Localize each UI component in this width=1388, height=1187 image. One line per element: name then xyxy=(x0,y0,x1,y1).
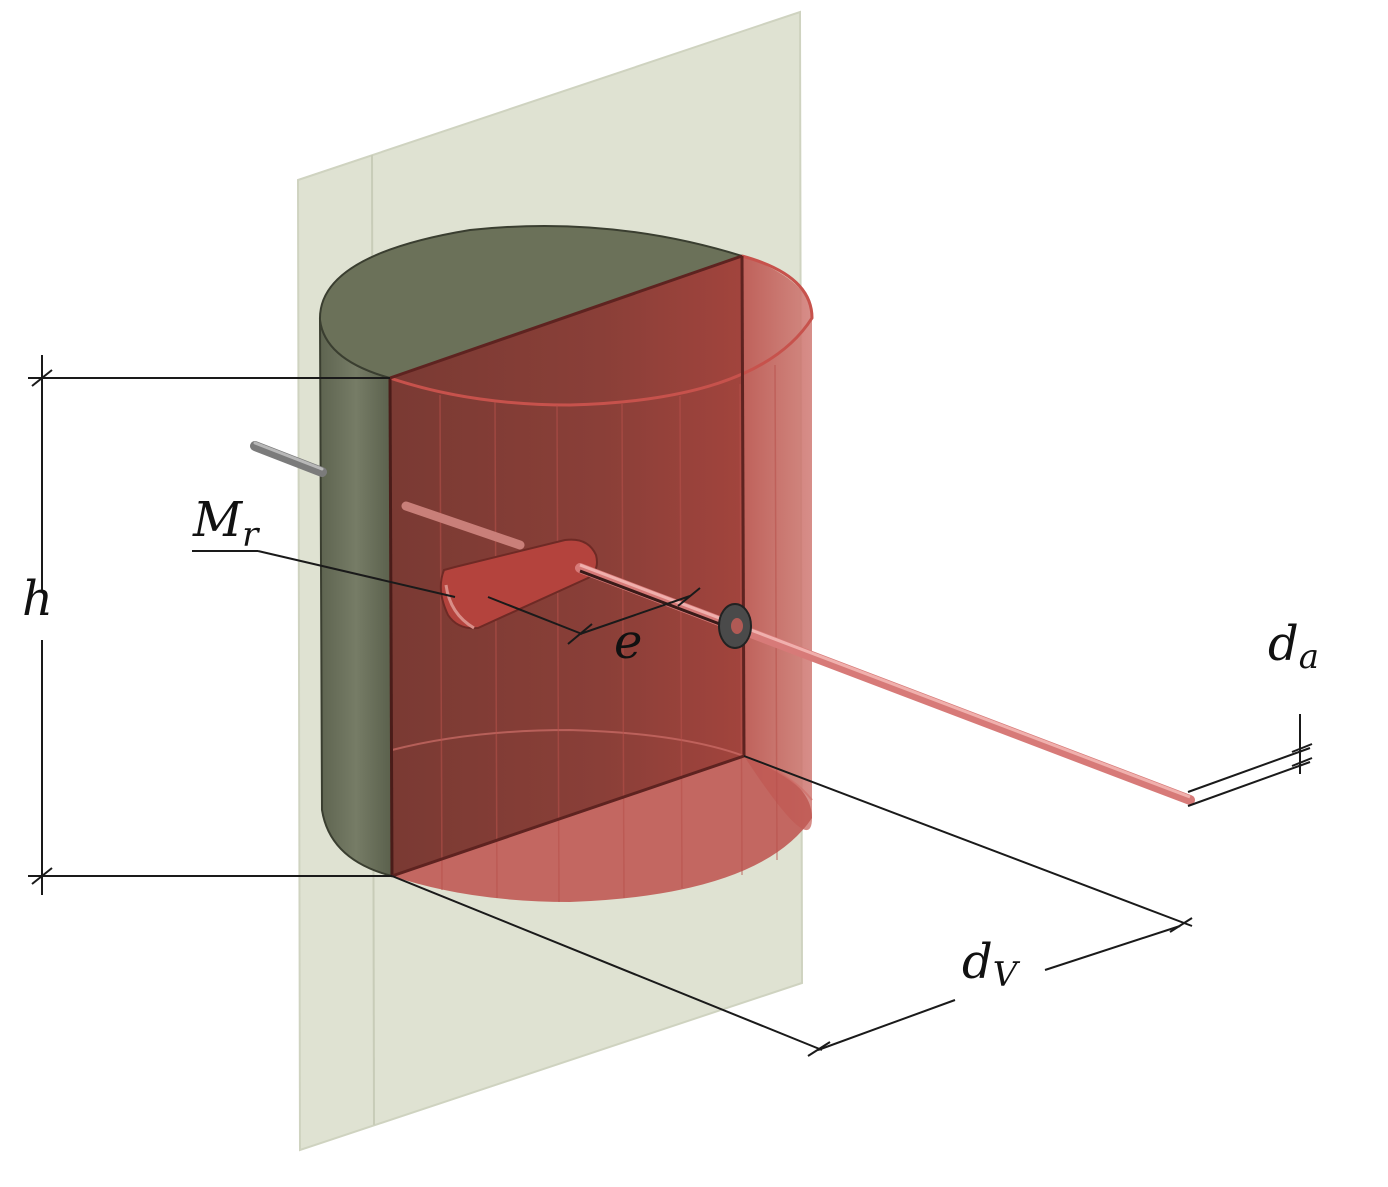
label-dv-base: d xyxy=(962,934,993,990)
label-moment-base: M xyxy=(192,492,244,548)
dimension-da xyxy=(1187,714,1313,807)
cylinder-top-grey xyxy=(318,225,746,380)
long-rod xyxy=(575,563,1195,805)
label-da-base: d xyxy=(1268,616,1299,672)
moment-leader xyxy=(192,550,456,598)
cylinder-grey-half xyxy=(319,319,394,878)
dimension-h xyxy=(28,355,392,895)
label-h: h xyxy=(22,571,53,627)
label-dv-sub: V xyxy=(993,955,1021,995)
cylinder-front-edge xyxy=(740,255,746,757)
cylinder-red-side xyxy=(742,256,812,831)
inner-shaft xyxy=(401,501,525,550)
label-e: e xyxy=(614,614,642,670)
label-da: da xyxy=(1268,616,1319,677)
label-moment-sub: r xyxy=(242,515,260,555)
label-dv: dV xyxy=(962,934,1021,995)
cylinder-top-arc xyxy=(389,254,814,407)
label-moment: Mr xyxy=(192,492,260,555)
dimension-dv xyxy=(391,755,1193,1057)
left-rod xyxy=(250,441,327,477)
label-da-sub: a xyxy=(1299,637,1319,677)
crank-arm xyxy=(439,538,598,630)
dimension-e xyxy=(487,587,701,645)
